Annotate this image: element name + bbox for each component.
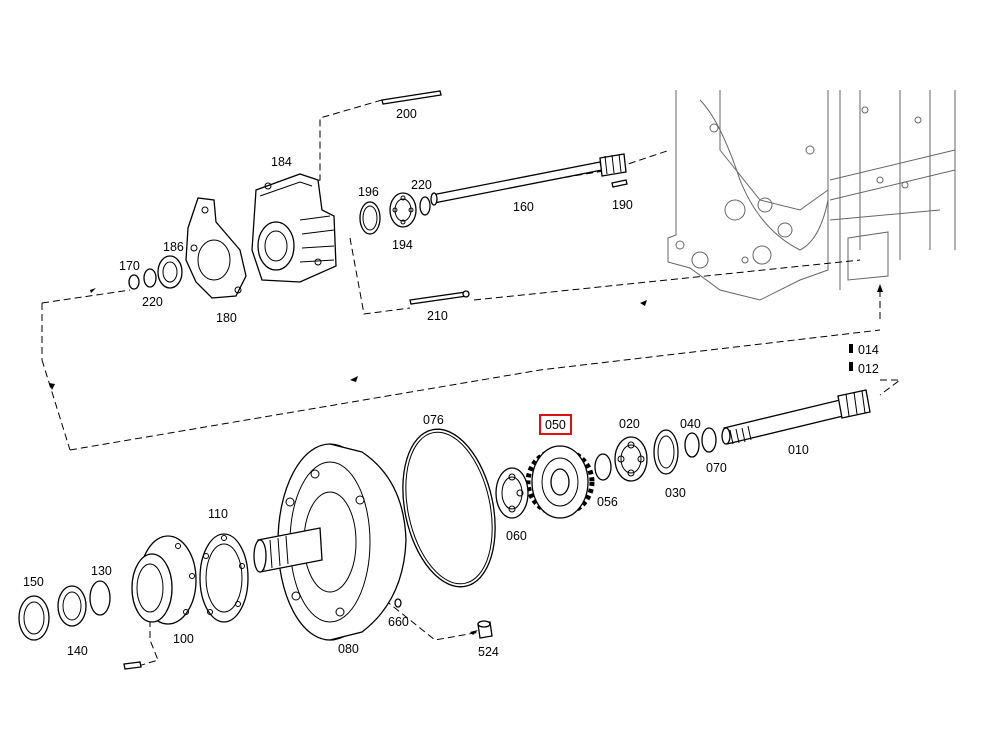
shaft-160: [430, 153, 627, 206]
label-524: 524: [478, 645, 499, 659]
ring-220-lower: [143, 268, 157, 288]
gear-housing: [667, 90, 956, 301]
ring-150: [18, 595, 50, 641]
label-050[interactable]: 050: [545, 418, 566, 432]
label-010: 010: [788, 443, 809, 457]
label-060: 060: [506, 529, 527, 543]
label-160: 160: [513, 200, 534, 214]
cover-100: [131, 535, 197, 625]
label-186: 186: [163, 240, 184, 254]
housing-184: [251, 173, 337, 283]
label-150: 150: [23, 575, 44, 589]
label-014: 014: [858, 343, 879, 357]
bearing-194: [389, 192, 417, 228]
plug-660: [394, 598, 402, 608]
label-170: 170: [119, 259, 140, 273]
label-194: 194: [392, 238, 413, 252]
pin-190: [611, 179, 628, 188]
bolt-210: [409, 290, 470, 305]
screw-014: [849, 344, 853, 353]
label-020: 020: [619, 417, 640, 431]
label-070: 070: [706, 461, 727, 475]
gasket-110: [199, 533, 249, 623]
screw-bottom: [123, 661, 142, 670]
label-190: 190: [612, 198, 633, 212]
label-130: 130: [91, 564, 112, 578]
ring-220-upper: [419, 196, 431, 216]
label-220-lower: 220: [142, 295, 163, 309]
label-080: 080: [338, 642, 359, 656]
screw-012: [849, 362, 853, 371]
label-210: 210: [427, 309, 448, 323]
label-040: 040: [680, 417, 701, 431]
cap-524: [477, 620, 493, 639]
carrier-080: [253, 443, 407, 641]
part-labels: 200 184 196 220 194 160 190 186 170 220 …: [23, 107, 879, 659]
label-660: 660: [388, 615, 409, 629]
ring-130: [89, 580, 111, 616]
label-100: 100: [173, 632, 194, 646]
gear-050: [525, 445, 595, 519]
label-076: 076: [423, 413, 444, 427]
ring-170: [128, 274, 140, 290]
shaft-010: [721, 389, 871, 445]
bearing-020: [614, 436, 648, 482]
ring-030: [653, 429, 679, 475]
label-012: 012: [858, 362, 879, 376]
label-110: 110: [208, 507, 228, 521]
label-180: 180: [216, 311, 237, 325]
ring-056: [594, 453, 612, 481]
label-140: 140: [67, 644, 88, 658]
ring-070: [701, 427, 717, 453]
seal-186: [157, 255, 183, 289]
label-200: 200: [396, 107, 417, 121]
label-196: 196: [358, 185, 379, 199]
label-030: 030: [665, 486, 686, 500]
bolt-200: [381, 90, 442, 105]
label-056: 056: [597, 495, 618, 509]
bearing-060: [495, 467, 529, 519]
gasket-180: [185, 197, 247, 299]
label-184: 184: [271, 155, 292, 169]
highlight-box-050: [539, 414, 572, 435]
label-220-upper: 220: [411, 178, 432, 192]
ring-196: [359, 201, 381, 235]
ring-040: [684, 432, 700, 458]
oring-076: [402, 428, 496, 588]
bearing-140: [57, 585, 87, 627]
